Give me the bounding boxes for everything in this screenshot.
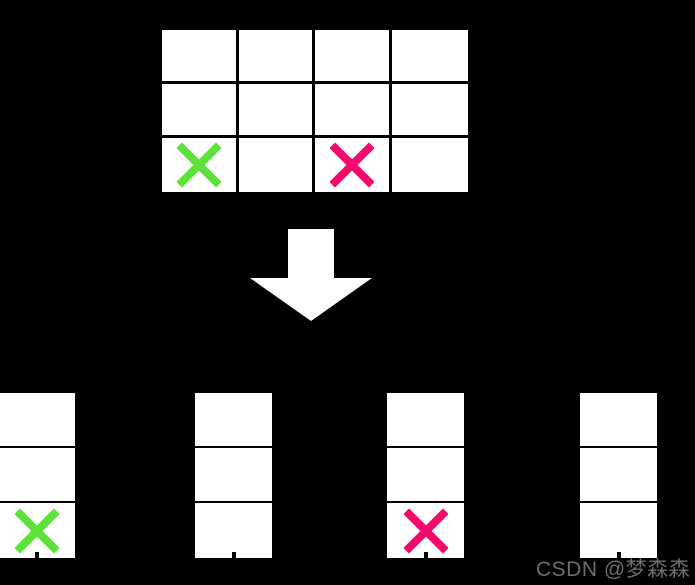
top-grid-cell-r1-c2[interactable] (315, 84, 392, 138)
column-2-cell-0[interactable] (195, 393, 272, 448)
column-4 (580, 393, 657, 558)
top-grid (162, 30, 468, 192)
column-4-cell-2[interactable] (580, 503, 657, 558)
column-2-tick-marker (231, 552, 236, 558)
top-grid-cell-r1-c3[interactable] (391, 84, 468, 138)
column-2 (195, 393, 272, 558)
column-4-cell-1[interactable] (580, 448, 657, 503)
column-1-cell-0[interactable] (0, 393, 75, 448)
watermark-text: CSDN @梦森森 (536, 558, 691, 581)
column-3-cell-1[interactable] (387, 448, 464, 503)
green-x-icon (176, 142, 222, 188)
top-grid-cell-r1-c1[interactable] (238, 84, 315, 138)
top-grid-cell-r0-c3[interactable] (391, 30, 468, 84)
column-2-cell-2[interactable] (195, 503, 272, 558)
top-grid-cell-r0-c0[interactable] (162, 30, 239, 84)
column-1-tick-marker (34, 552, 39, 558)
top-grid-cell-r2-c2[interactable] (315, 138, 392, 192)
green-x-icon (13, 507, 60, 554)
top-grid-cell-r0-c1[interactable] (238, 30, 315, 84)
column-3-tick-marker (423, 552, 428, 558)
column-4-tick-marker (616, 552, 621, 558)
down-arrow-icon (250, 229, 372, 321)
pink-x-icon (329, 142, 375, 188)
top-grid-cell-r2-c0[interactable] (162, 138, 239, 192)
column-3-cell-0[interactable] (387, 393, 464, 448)
column-1-cell-2[interactable] (0, 503, 75, 558)
top-grid-cell-r2-c3[interactable] (391, 138, 468, 192)
column-4-cell-0[interactable] (580, 393, 657, 448)
top-grid-cell-r1-c0[interactable] (162, 84, 239, 138)
top-grid-cell-r2-c1[interactable] (238, 138, 315, 192)
column-3 (387, 393, 464, 558)
pink-x-icon (402, 507, 449, 554)
column-3-cell-2[interactable] (387, 503, 464, 558)
column-2-cell-1[interactable] (195, 448, 272, 503)
column-1 (0, 393, 75, 558)
top-grid-cell-r0-c2[interactable] (315, 30, 392, 84)
column-1-cell-1[interactable] (0, 448, 75, 503)
